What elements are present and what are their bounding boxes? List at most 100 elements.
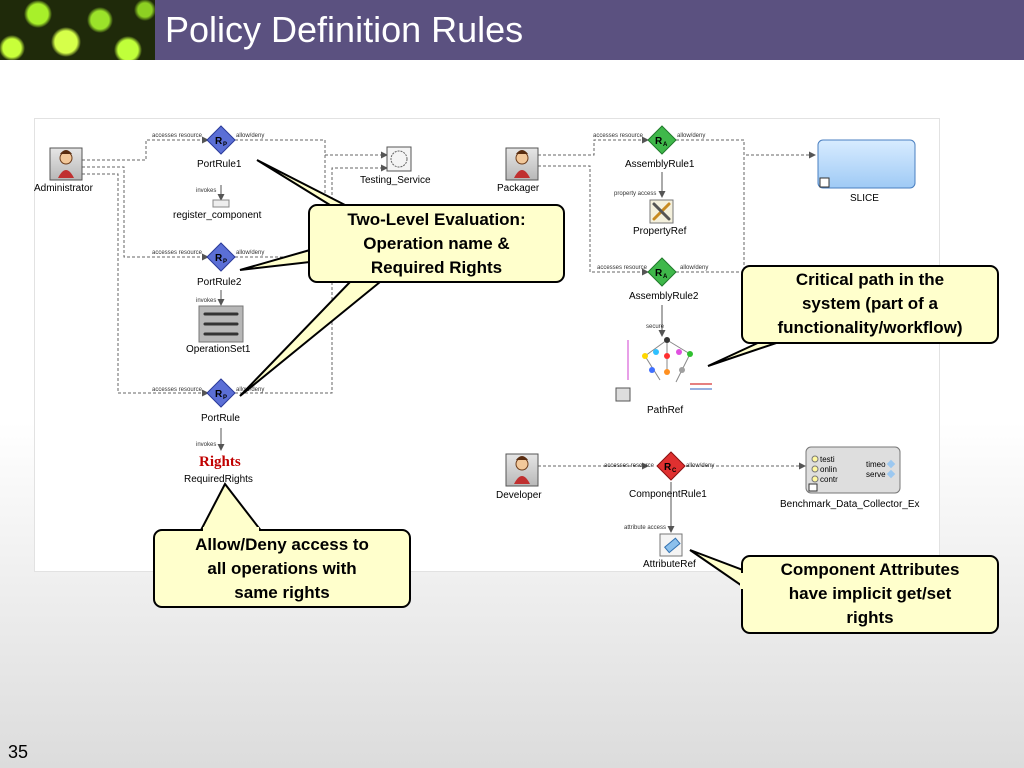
svg-text:C: C	[672, 468, 677, 474]
node-operationset1[interactable]: OperationSet1	[186, 305, 251, 355]
node-benchmark[interactable]: testi onlin contr timeo serve Benchmark_…	[780, 446, 920, 510]
node-label: PathRef	[647, 405, 683, 416]
rights-logo: Rights	[199, 454, 241, 470]
title-bar: Policy Definition Rules	[0, 0, 1024, 60]
svg-text:R: R	[655, 136, 663, 147]
node-label: Benchmark_Data_Collector_Ex	[780, 499, 920, 510]
benchmark-item: onlin	[820, 465, 837, 474]
node-label: register_component	[173, 210, 262, 221]
service-icon	[390, 150, 408, 168]
actor-packager[interactable]: Packager	[497, 147, 540, 194]
rule-label: PortRule2	[197, 277, 242, 288]
svg-text:R: R	[215, 136, 223, 147]
edge-label-invokes: invokes	[196, 442, 216, 448]
callout-two-level-text: Two-Level Evaluation: Operation name & R…	[347, 210, 526, 277]
actor-label: Administrator	[34, 183, 94, 194]
rule-label: PortRule1	[197, 159, 242, 170]
callout-two-level	[239, 159, 565, 397]
node-testing-service[interactable]: Testing_Service	[360, 146, 431, 186]
benchmark-item: contr	[820, 475, 838, 484]
edge-label-allow-deny: allow/deny	[236, 387, 264, 393]
callout-allow-deny	[153, 482, 411, 608]
callout-component-attr-text: Component Attributes have implicit get/s…	[780, 560, 960, 627]
svg-text:A: A	[663, 142, 668, 148]
slide-number: 35	[8, 742, 29, 762]
actor-administrator[interactable]: Administrator	[34, 147, 94, 194]
benchmark-item: timeo	[866, 460, 886, 469]
node-register-component[interactable]: register_component	[173, 199, 262, 221]
rule-label: AssemblyRule1	[625, 159, 695, 170]
rule-assemblyrule2[interactable]: R A AssemblyRule2	[629, 257, 699, 302]
edge-label-property-access: property access	[614, 191, 656, 197]
rule-portrule2[interactable]: R P PortRule2	[197, 242, 242, 288]
svg-text:R: R	[655, 268, 663, 279]
edge-label-secure: secure	[646, 324, 665, 330]
edge-label-accesses-resource: accesses resource	[152, 387, 203, 393]
rule-assemblyrule1[interactable]: R A AssemblyRule1	[625, 125, 695, 170]
svg-text:P: P	[223, 142, 227, 148]
component-box-icon	[805, 446, 901, 494]
actor-label: Packager	[497, 183, 540, 194]
node-label: RequiredRights	[184, 474, 253, 485]
attribute-icon	[664, 537, 681, 554]
node-label: SLICE	[850, 193, 879, 204]
edge-label-accesses-resource: accesses resource	[604, 463, 655, 469]
edge-label-allow-deny: allow/deny	[680, 265, 708, 271]
rule-diamond-icon	[647, 125, 677, 155]
svg-text:R: R	[664, 462, 672, 473]
edge-label-allow-deny: allow/deny	[686, 463, 714, 469]
edge-label-attribute-access: attribute access	[624, 525, 666, 531]
actor-developer[interactable]: Developer	[496, 453, 542, 501]
right-solid-lines	[658, 172, 675, 533]
diagram-panel	[34, 118, 940, 572]
operation-icon	[212, 199, 230, 208]
assembly-box-icon	[817, 139, 916, 189]
edge-label-accesses-resource: accesses resource	[152, 133, 203, 139]
rule-diamond-icon	[206, 125, 236, 155]
rule-diamond-icon	[206, 242, 236, 272]
rule-componentrule1[interactable]: R C ComponentRule1	[629, 451, 707, 500]
rule-portrule[interactable]: R P PortRule	[201, 378, 240, 424]
node-attributeref[interactable]: AttributeRef	[643, 533, 696, 570]
actor-label: Developer	[496, 490, 542, 501]
svg-text:R: R	[215, 253, 223, 264]
edge-label-accesses-resource: accesses resource	[593, 133, 644, 139]
header-decoration-image	[0, 0, 155, 60]
slide-title: Policy Definition Rules	[165, 9, 524, 50]
node-label: Testing_Service	[360, 175, 431, 186]
edge-label-allow-deny: allow/deny	[677, 133, 705, 139]
node-slice[interactable]: SLICE	[817, 139, 916, 204]
edge-label-accesses-resource: accesses resource	[152, 250, 203, 256]
rule-label: PortRule	[201, 413, 240, 424]
callout-critical-path-text: Critical path in the system (part of a f…	[777, 270, 963, 337]
edge-label-accesses-resource: accesses resource	[597, 265, 648, 271]
edge-label-invokes: invokes	[196, 298, 216, 304]
svg-text:P: P	[223, 395, 227, 401]
svg-text:R: R	[215, 389, 223, 400]
tools-icon	[652, 202, 671, 221]
node-label: OperationSet1	[186, 344, 251, 355]
rule-diamond-icon	[647, 257, 677, 287]
callout-component-attr	[689, 549, 999, 634]
edge-label-invokes: invokes	[196, 188, 216, 194]
edge-label-allow-deny: allow/deny	[236, 133, 264, 139]
callout-allow-deny-text: Allow/Deny access to all operations with…	[195, 535, 369, 602]
benchmark-item: serve	[866, 470, 886, 479]
svg-text:P: P	[223, 259, 227, 265]
rule-diamond-icon	[206, 378, 236, 408]
path-graph-icon	[627, 337, 712, 390]
rule-label: AssemblyRule2	[629, 291, 699, 302]
node-label: AttributeRef	[643, 559, 696, 570]
benchmark-item: testi	[820, 455, 835, 464]
svg-text:A: A	[663, 274, 668, 280]
node-requiredrights[interactable]: Rights RequiredRights	[184, 454, 253, 485]
node-label: PropertyRef	[633, 226, 687, 237]
rule-portrule1[interactable]: R P PortRule1	[197, 125, 242, 170]
callout-critical-path	[707, 265, 999, 367]
edge-label-allow-deny: allow/deny	[236, 250, 264, 256]
rule-label: ComponentRule1	[629, 489, 707, 500]
node-propertyref[interactable]: PropertyRef	[633, 199, 687, 237]
node-pathref[interactable]: PathRef	[615, 337, 712, 416]
right-connectors	[538, 136, 816, 470]
